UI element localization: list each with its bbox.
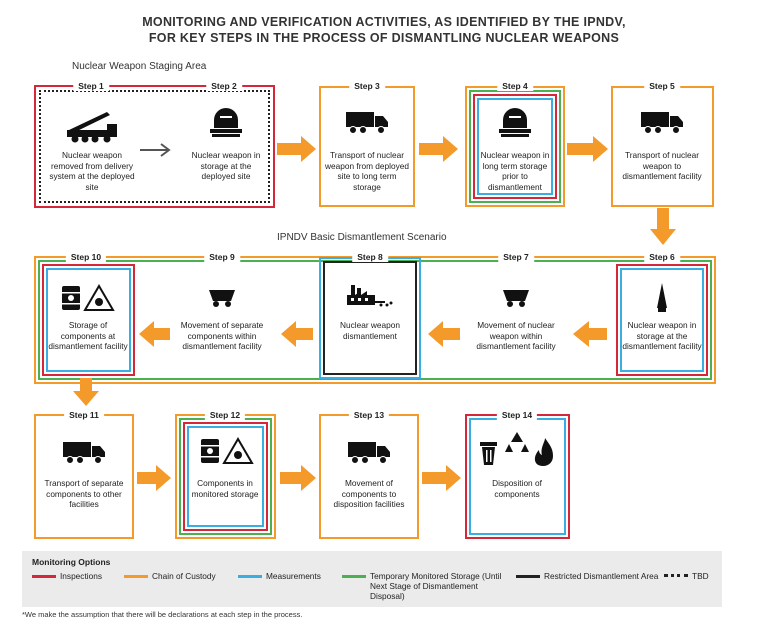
step10-label: Step 10 bbox=[65, 252, 107, 262]
legend-measurements-swatch bbox=[238, 575, 262, 578]
step3-description: Transport of nuclear weapon from deploye… bbox=[325, 150, 409, 192]
arrow-7-to-8 bbox=[428, 321, 460, 347]
step4-inspection-frame bbox=[473, 94, 557, 199]
legend-temporary-label: Temporary Monitored Storage (Until Next … bbox=[370, 571, 502, 601]
legend-title: Monitoring Options bbox=[32, 557, 111, 567]
truck-icon bbox=[346, 112, 388, 134]
arrow-2-to-3 bbox=[277, 136, 316, 162]
step1-label: Step 1 bbox=[73, 81, 109, 91]
arrow-1-to-2 bbox=[140, 143, 171, 157]
diagram-title-line2: FOR KEY STEPS IN THE PROCESS OF DISMANTL… bbox=[148, 31, 620, 45]
step12-description: Components in monitored storage bbox=[191, 478, 259, 499]
step11-label: Step 11 bbox=[64, 410, 104, 420]
arrow-5-to-6 bbox=[650, 208, 676, 245]
step2-label: Step 2 bbox=[206, 81, 242, 91]
step3-label: Step 3 bbox=[349, 81, 385, 91]
arrow-12-to-13 bbox=[280, 465, 316, 491]
step14-description: Disposition of components bbox=[492, 478, 542, 499]
step4-label: Step 4 bbox=[497, 81, 533, 91]
storage-bunker-icon bbox=[499, 108, 531, 137]
cart-icon bbox=[209, 290, 235, 307]
storage-bunker-icon bbox=[210, 108, 242, 137]
staging-area-label: Nuclear Weapon Staging Area bbox=[72, 61, 207, 72]
arrow-4-to-5 bbox=[567, 136, 608, 162]
legend-measurements-label: Measurements bbox=[266, 571, 321, 581]
diagram-title-line1: MONITORING AND VERIFICATION ACTIVITIES, … bbox=[142, 15, 626, 29]
barrel-hazard-icon bbox=[201, 437, 254, 464]
step6-label: Step 6 bbox=[644, 252, 680, 262]
legend-custody-swatch bbox=[124, 575, 148, 578]
step13-label: Step 13 bbox=[348, 410, 390, 420]
step8-label: Step 8 bbox=[352, 252, 388, 262]
step2-description: Nuclear weapon in storage at the deploye… bbox=[191, 150, 261, 181]
disposal-icon bbox=[480, 432, 553, 466]
cart-icon bbox=[503, 290, 529, 307]
step4-description: Nuclear weapon in long term storage prio… bbox=[480, 150, 550, 192]
legend-tbd-swatch bbox=[664, 574, 688, 577]
arrow-11-to-12 bbox=[137, 465, 171, 491]
warhead-icon bbox=[657, 283, 667, 312]
step6-inspection-frame bbox=[616, 264, 708, 376]
step5-label: Step 5 bbox=[644, 81, 680, 91]
legend-tbd-label: TBD bbox=[692, 571, 709, 581]
truck-icon bbox=[641, 112, 683, 134]
step14-label: Step 14 bbox=[496, 410, 538, 420]
staging-area-tbd-frame bbox=[39, 90, 270, 203]
step6-description: Nuclear weapon in storage at the dismant… bbox=[622, 320, 702, 351]
step6-measurement-frame bbox=[620, 268, 704, 372]
legend-inspections-label: Inspections bbox=[60, 571, 102, 581]
step9-description: Movement of separate components within d… bbox=[180, 320, 264, 351]
step4-measurement-frame bbox=[477, 98, 553, 195]
step8-restricted-frame bbox=[323, 261, 417, 375]
step7-description: Movement of nuclear weapon within disman… bbox=[476, 320, 556, 351]
legend-temporary-swatch bbox=[342, 575, 366, 578]
staging-area-inspection-frame bbox=[34, 85, 275, 208]
step11-description: Transport of separate components to othe… bbox=[44, 478, 124, 509]
step9-label: Step 9 bbox=[204, 252, 240, 262]
step5-description: Transport of nuclear weapon to dismantle… bbox=[622, 150, 702, 181]
step10-measurement-frame bbox=[46, 268, 131, 372]
legend-inspections-swatch bbox=[32, 575, 56, 578]
step13-description: Movement of components to disposition fa… bbox=[333, 478, 405, 509]
arrow-13-to-14 bbox=[422, 465, 461, 491]
basic-scenario-label: IPNDV Basic Dismantlement Scenario bbox=[277, 232, 447, 243]
arrow-6-to-7 bbox=[573, 321, 607, 347]
step8-description: Nuclear weapon dismantlement bbox=[340, 320, 400, 341]
legend-panel bbox=[22, 551, 722, 607]
missile-launcher-icon bbox=[67, 112, 117, 143]
step10-inspection-frame bbox=[42, 264, 135, 376]
arrow-3-to-4 bbox=[419, 136, 458, 162]
legend-restricted-label: Restricted Dismantlement Area bbox=[544, 571, 659, 581]
step12-measurement-frame bbox=[187, 426, 264, 527]
footnote: *We make the assumption that there will … bbox=[22, 610, 303, 619]
step12-inspection-frame bbox=[183, 422, 268, 531]
truck-icon bbox=[348, 442, 390, 464]
arrow-8-to-9 bbox=[281, 321, 313, 347]
step4-temporary-frame bbox=[469, 90, 561, 203]
legend-custody-label: Chain of Custody bbox=[152, 571, 216, 581]
step1-description: Nuclear weapon removed from delivery sys… bbox=[49, 150, 135, 192]
arrow-10-to-11 bbox=[73, 378, 99, 406]
step10-description: Storage of components at dismantlement f… bbox=[48, 320, 128, 351]
truck-icon bbox=[63, 442, 105, 464]
factory-icon bbox=[347, 285, 393, 307]
barrel-hazard-icon bbox=[62, 284, 115, 311]
step12-label: Step 12 bbox=[204, 410, 246, 420]
arrow-9-to-10 bbox=[139, 321, 170, 347]
legend-restricted-swatch bbox=[516, 575, 540, 578]
step7-label: Step 7 bbox=[498, 252, 534, 262]
